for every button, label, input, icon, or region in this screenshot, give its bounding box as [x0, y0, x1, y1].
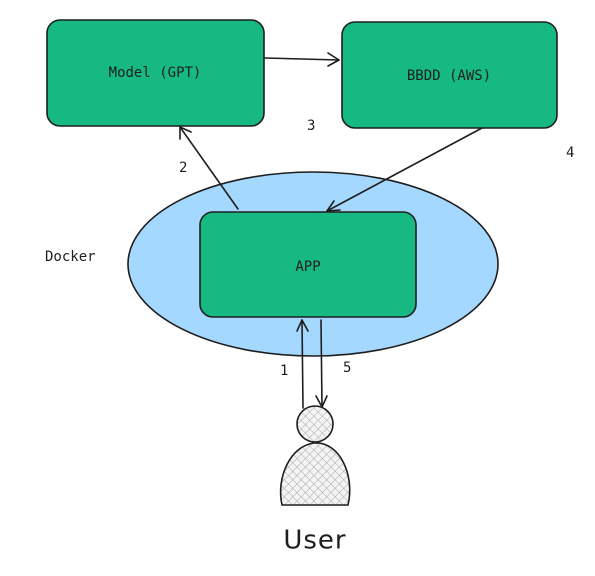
person-body [279, 442, 351, 506]
arrow-user-to-app [296, 319, 309, 409]
step-2-label: 2 [179, 160, 187, 176]
app-box [199, 211, 417, 318]
arrow-model-to-bbdd [264, 52, 340, 67]
model-gpt-label: Model (GPT) [109, 65, 202, 81]
step-1-label: 1 [280, 363, 288, 379]
person-icon [279, 405, 351, 506]
person-head [296, 405, 334, 443]
step-5-label: 5 [343, 360, 351, 376]
arrow-bbdd-to-app [326, 127, 483, 212]
bbdd-aws-box [341, 21, 558, 129]
docker-label: Docker [45, 249, 96, 265]
arrow-app-to-model [179, 126, 239, 210]
model-gpt-box [46, 19, 265, 127]
step-3-label: 3 [307, 118, 315, 134]
bbdd-aws-label: BBDD (AWS) [407, 68, 491, 84]
user-label: User [283, 526, 346, 556]
step-4-label: 4 [566, 145, 574, 161]
app-label: APP [295, 259, 320, 275]
